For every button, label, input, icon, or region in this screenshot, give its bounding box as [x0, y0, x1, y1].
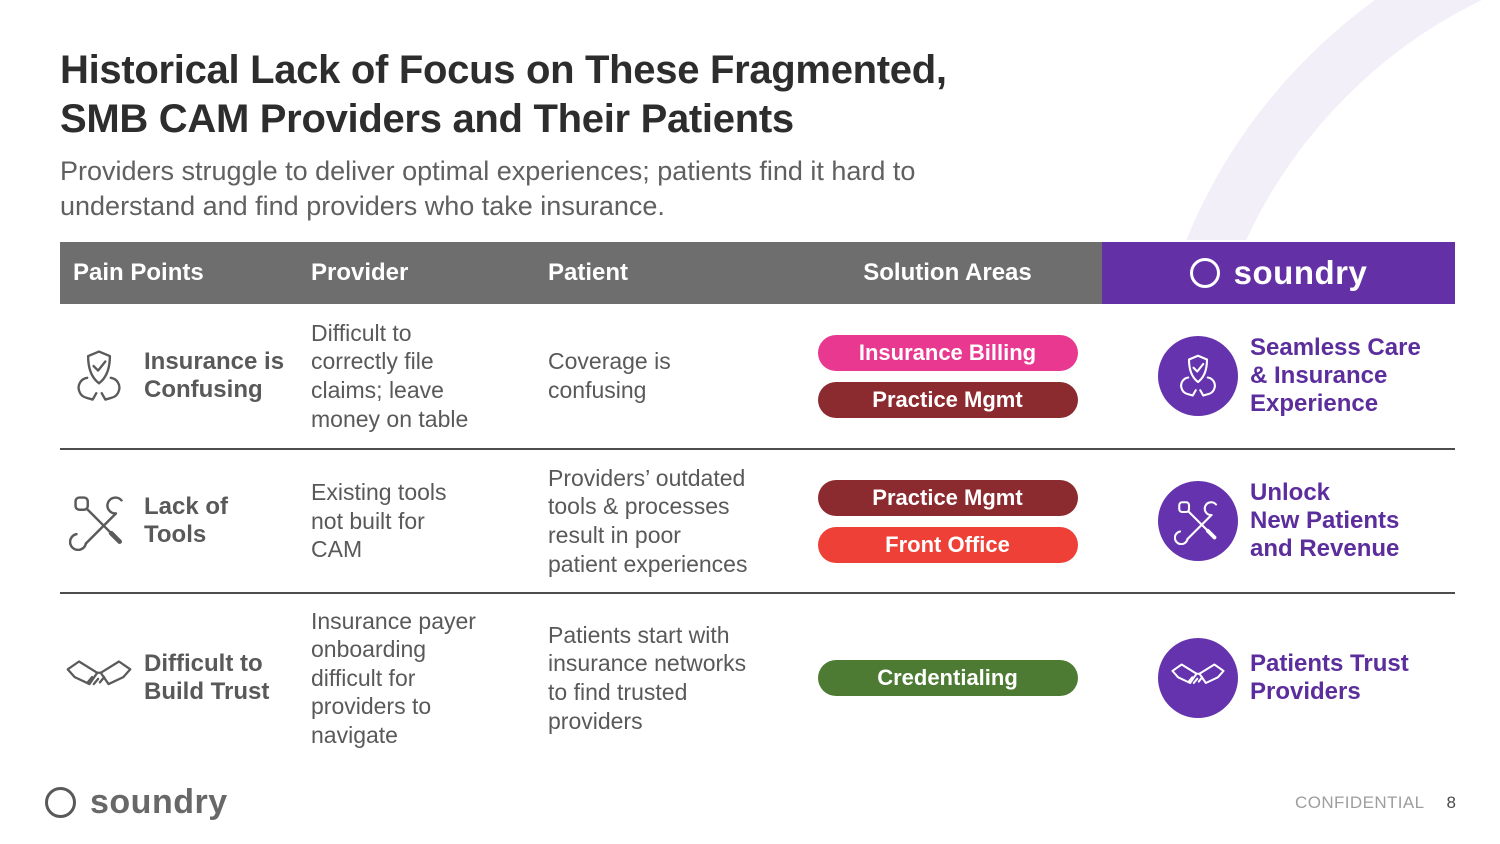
page-number: 8: [1446, 792, 1456, 812]
confidential-label: CONFIDENTIAL: [1295, 792, 1425, 812]
soundry-circle-icon: [1189, 258, 1220, 288]
column-header-provider: Provider: [298, 242, 535, 304]
decorative-arc: [1145, 0, 1500, 240]
solution-areas-cell: Practice Mgmt Front Office: [793, 479, 1102, 563]
outcome-label: Unlock New Patients and Revenue: [1250, 478, 1400, 563]
pain-point-cell: Difficult to Build Trust: [60, 650, 298, 707]
outcome-label: Patients Trust Providers: [1250, 649, 1409, 705]
soundry-circle-icon: [45, 787, 76, 818]
solution-pill: Practice Mgmt: [817, 381, 1078, 418]
solution-pill: Practice Mgmt: [817, 479, 1078, 516]
soundry-logo-footer: soundry: [45, 783, 228, 822]
soundry-wordmark: soundry: [90, 783, 228, 821]
footer-right: CONFIDENTIAL 8: [1295, 793, 1456, 813]
soundry-outcome-cell: Unlock New Patients and Revenue: [1102, 479, 1455, 564]
column-header-pain-points: Pain Points: [60, 242, 298, 304]
slide-subtitle: Providers struggle to deliver optimal ex…: [60, 155, 916, 221]
table-row: Difficult to Build Trust Insurance payer…: [60, 594, 1455, 762]
solution-areas-cell: Credentialing: [793, 660, 1102, 696]
pain-point-label: Lack of Tools: [144, 492, 229, 548]
pain-points-table: Pain Points Provider Patient Solution Ar…: [60, 242, 1455, 762]
patient-cell: Coverage is confusing: [548, 348, 671, 403]
pain-point-label: Difficult to Build Trust: [144, 649, 270, 705]
pain-point-cell: Insurance is Confusing: [60, 346, 298, 406]
title-line-1: Historical Lack of Focus on These Fragme…: [60, 48, 947, 92]
patient-cell: Providers’ outdated tools & processes re…: [548, 464, 748, 577]
solution-pill: Front Office: [817, 526, 1078, 563]
pain-point-label: Insurance is Confusing: [144, 347, 285, 403]
soundry-outcome-cell: Patients Trust Providers: [1102, 638, 1455, 718]
table-header-row: Pain Points Provider Patient Solution Ar…: [60, 242, 1455, 304]
shield-hands-icon: [66, 346, 132, 406]
shield-hands-badge-icon: [1158, 336, 1238, 416]
patient-cell: Patients start with insurance networks t…: [548, 621, 747, 734]
soundry-wordmark: soundry: [1233, 254, 1368, 291]
handshake-icon: [66, 655, 132, 701]
solution-areas-cell: Insurance Billing Practice Mgmt: [793, 334, 1102, 418]
soundry-outcome-cell: Seamless Care & Insurance Experience: [1102, 334, 1455, 419]
tools-icon: [66, 491, 132, 551]
handshake-badge-icon: [1158, 638, 1238, 718]
title-block: Historical Lack of Focus on These Fragme…: [60, 46, 947, 224]
tools-badge-icon: [1158, 481, 1238, 561]
column-header-solution-areas: Solution Areas: [793, 242, 1102, 304]
provider-cell: Existing tools not built for CAM: [311, 479, 447, 563]
column-header-patient: Patient: [535, 242, 793, 304]
column-header-soundry-logo: soundry: [1102, 242, 1455, 304]
title-line-2: SMB CAM Providers and Their Patients: [60, 96, 794, 141]
table-row: Insurance is Confusing Difficult to corr…: [60, 304, 1455, 450]
solution-pill: Credentialing: [817, 660, 1078, 696]
pain-point-cell: Lack of Tools: [60, 491, 298, 551]
slide-footer: soundry CONFIDENTIAL 8: [45, 783, 1456, 822]
provider-cell: Insurance payer onboarding difficult for…: [311, 607, 476, 748]
page-title: Historical Lack of Focus on These Fragme…: [60, 46, 947, 144]
solution-pill: Insurance Billing: [817, 334, 1078, 371]
provider-cell: Difficult to correctly file claims; leav…: [311, 319, 469, 432]
outcome-label: Seamless Care & Insurance Experience: [1250, 333, 1421, 418]
table-row: Lack of Tools Existing tools not built f…: [60, 450, 1455, 594]
